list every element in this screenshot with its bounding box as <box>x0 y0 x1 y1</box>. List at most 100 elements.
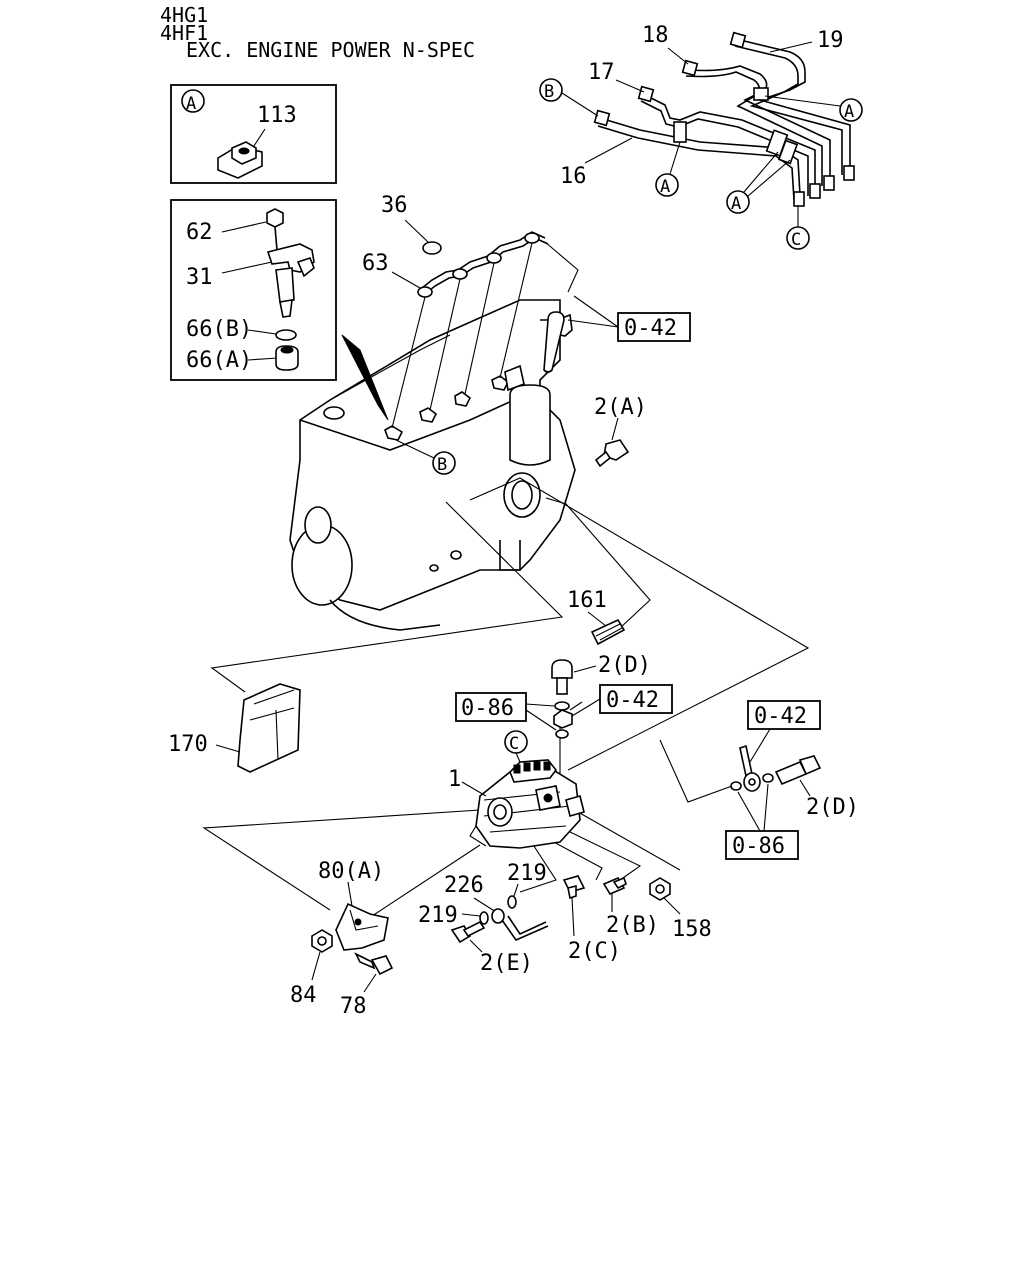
part-80a-label: 80(A) <box>318 859 384 884</box>
leader-2d-right <box>799 779 811 797</box>
leader-2c <box>571 897 575 937</box>
leader-66b <box>247 329 277 335</box>
bracket-170-body <box>237 683 301 773</box>
ref-box-0-86-right-text: 0-86 <box>732 834 785 859</box>
pipe-19-nut <box>729 31 747 49</box>
leader-16 <box>584 137 633 164</box>
injector-holder-2 <box>419 407 438 423</box>
line-to-170 <box>210 501 564 693</box>
circle-ref-a-clamp <box>655 173 679 197</box>
bolt-2c-shank <box>567 884 577 900</box>
bolts-2c-2b-158: 2(C) 2(B) 158 <box>562 875 712 964</box>
pipe-17-nut <box>637 85 655 103</box>
bolt-78-head <box>370 955 394 976</box>
line-pump-to-80a <box>365 844 481 921</box>
engine-bracket <box>504 364 525 392</box>
circle-ref-b-pipe <box>539 78 563 102</box>
leader-a-clamp <box>669 141 681 175</box>
pipe-clamp-1 <box>673 121 687 143</box>
link-washer-1 <box>730 781 742 791</box>
line-to-pump <box>469 477 810 771</box>
part-19-label: 19 <box>817 28 844 53</box>
injection-pipes <box>593 31 855 207</box>
leader-78 <box>363 973 377 993</box>
bolt-2a-shank <box>594 450 612 468</box>
leader-086-right-a <box>737 791 761 832</box>
bracket-170: 170 <box>168 683 301 773</box>
pipe-clamp-4 <box>753 87 769 101</box>
line-to-219 <box>519 839 557 893</box>
bolt-78-shank <box>354 952 376 970</box>
pipe-16-nut <box>593 109 611 127</box>
pipe-labels: 18 19 17 16 B A A A C <box>539 23 863 250</box>
fasteners-219-226: 219 226 219 2(E) <box>418 861 549 976</box>
ref-box-0-42-right-frame <box>747 700 821 730</box>
leader-042-top-b <box>567 319 619 328</box>
banjo-1 <box>417 286 433 298</box>
part-17-label: 17 <box>588 60 615 85</box>
line-to-80a <box>202 809 481 911</box>
banjo-3 <box>486 252 502 264</box>
circle-ref-a-top-right <box>839 98 863 122</box>
part-2b-label: 2(B) <box>606 913 659 938</box>
pipe-clamp-3 <box>777 139 799 165</box>
part-2d-top-label: 2(D) <box>598 653 651 678</box>
leader-042-top-a <box>573 295 619 328</box>
stud-161-body <box>590 618 626 646</box>
leader-219-upper <box>513 883 519 897</box>
part-226-label: 226 <box>444 873 484 898</box>
part-2e-label: 2(E) <box>480 951 533 976</box>
leader-2e <box>469 939 483 953</box>
part-219-upper-label: 219 <box>507 861 547 886</box>
nut-84 <box>311 929 333 953</box>
banjo-4 <box>524 232 540 244</box>
pipe-end-3 <box>809 183 821 199</box>
circle-ref-a-clamp-letter: A <box>660 177 670 197</box>
pump-side-plate <box>565 795 585 817</box>
pipe-end-2 <box>823 175 835 191</box>
pump-governor <box>487 797 513 827</box>
leader-158 <box>663 897 681 915</box>
bolt-2b-shank <box>612 876 627 890</box>
washer-lower <box>555 729 569 739</box>
inset-circle-a <box>181 89 205 113</box>
part-170-label: 170 <box>168 732 208 757</box>
injector-icon <box>266 208 315 371</box>
leader-a-lower-2 <box>747 159 791 197</box>
washer-219-lower <box>479 911 489 925</box>
ref-box-0-42-mid: 0-42 <box>569 684 673 717</box>
pump-mount-housing <box>509 384 551 466</box>
circle-ref-b-pipe-letter: B <box>544 82 554 102</box>
injector-holder-1 <box>384 425 404 441</box>
leader-086-left-a <box>525 703 555 707</box>
circle-ref-c-pipe-letter: C <box>791 230 801 250</box>
bolt-2e-shank <box>462 920 486 938</box>
leader-2d-top <box>573 665 597 673</box>
engine-ref-b: B <box>395 439 456 475</box>
leader-161 <box>587 611 607 627</box>
ref-box-0-42-right-text: 0-42 <box>754 704 807 729</box>
line-to-158 <box>577 811 681 871</box>
block-bolt-hole-1 <box>450 550 462 560</box>
leader-c-pump <box>515 752 521 763</box>
washer-219-upper <box>507 895 517 909</box>
part-18-label: 18 <box>642 23 669 48</box>
stud-161: 161 <box>567 588 626 646</box>
front-cover-small <box>304 506 332 544</box>
bolt-2a: 2(A) <box>594 395 647 468</box>
block-bolt-hole-2 <box>429 564 439 572</box>
oil-filler-cap <box>323 406 345 420</box>
ref-box-0-86-left-text: 0-86 <box>461 696 514 721</box>
banjo-fitting <box>553 709 573 729</box>
leader-170 <box>215 744 241 753</box>
engine-model-1: 4HG1 <box>160 3 208 27</box>
leader-b-pipe <box>561 92 599 117</box>
pipe-end-1 <box>843 165 855 181</box>
ref-box-0-42-right: 0-42 2(D) <box>730 700 859 820</box>
pipe-226 <box>501 915 549 941</box>
bracket-80a-body <box>335 902 389 951</box>
leader-a-lower-1 <box>743 151 779 193</box>
part-66b-label: 66(B) <box>186 317 252 342</box>
bolt-2d-top: 2(D) <box>551 653 651 739</box>
